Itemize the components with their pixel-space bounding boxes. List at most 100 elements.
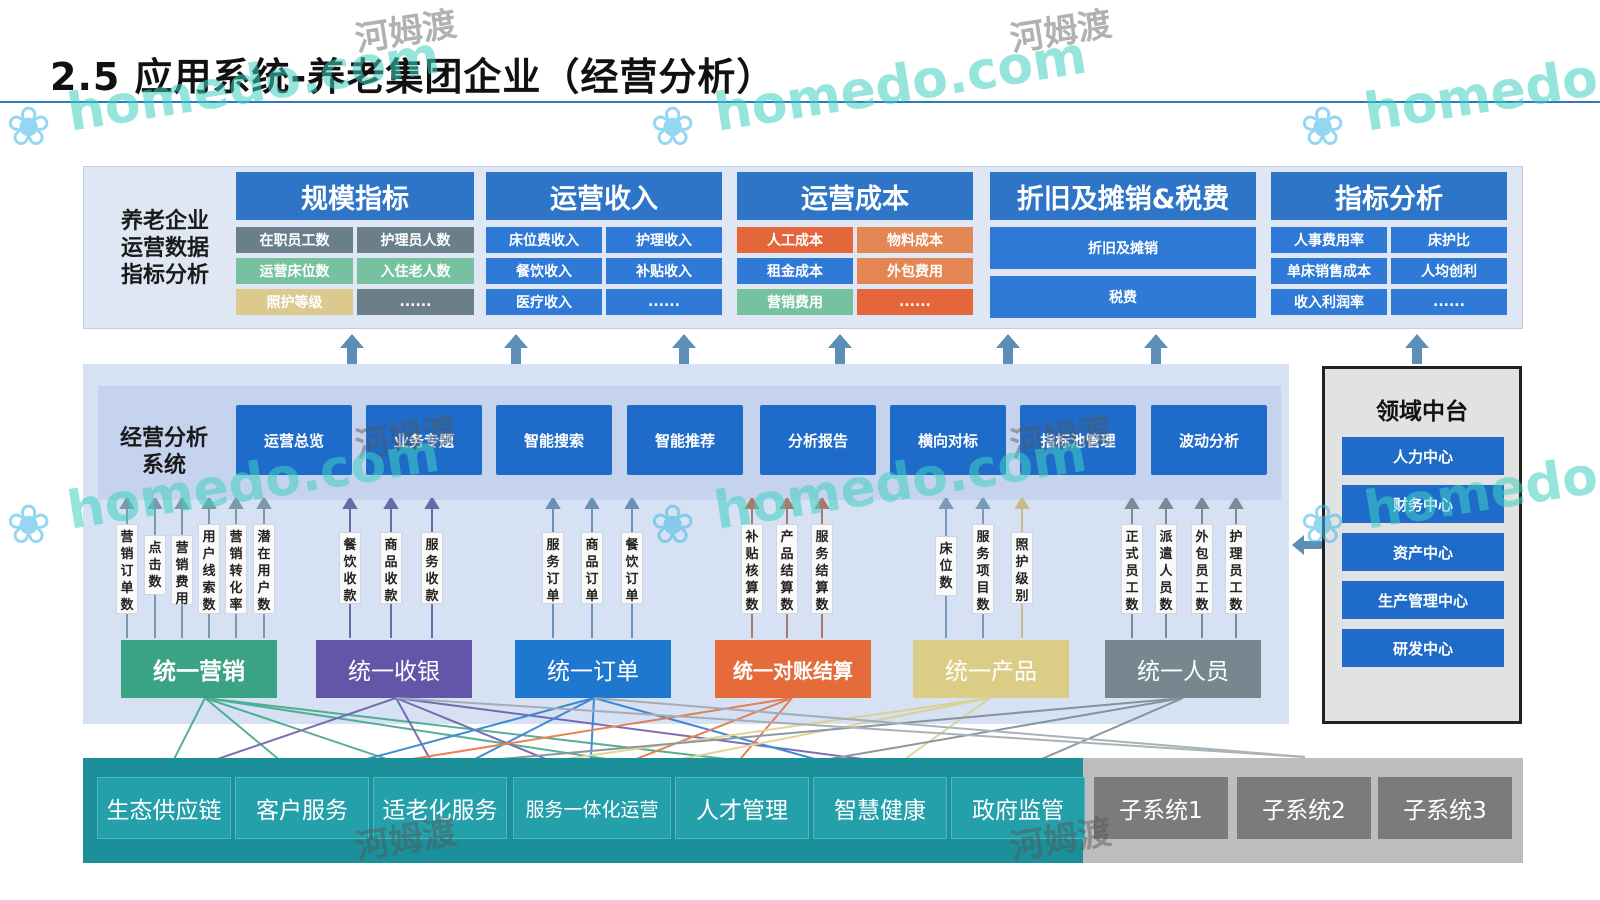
- unified-order[interactable]: 统一订单: [515, 640, 671, 698]
- metric-label: 服务订单: [542, 532, 564, 604]
- watermark-text: 河姆渡: [1007, 4, 1115, 60]
- metric-label: 点击数: [144, 535, 166, 595]
- metric-label: 派遣人员数: [1155, 524, 1177, 614]
- production-center-button[interactable]: 生产管理中心: [1342, 581, 1504, 619]
- indicator-cell[interactable]: 运营床位数: [236, 258, 353, 284]
- unified-product[interactable]: 统一产品: [913, 640, 1069, 698]
- func-indicator-pool-button[interactable]: 指标池管理: [1020, 405, 1136, 475]
- enterprise-indicator-label: 养老企业 运营数据 指标分析: [105, 208, 225, 289]
- metric-label: 潜在用户数: [253, 524, 275, 614]
- metric-label: 营销费用: [171, 535, 193, 607]
- title-divider: [0, 101, 1600, 103]
- category-cost-header: 运营成本: [737, 172, 973, 220]
- indicator-cell[interactable]: 人事费用率: [1271, 227, 1387, 253]
- metric-label: 补贴核算数: [741, 524, 763, 614]
- subsystem-2[interactable]: 子系统2: [1237, 777, 1371, 839]
- biz-gov-supervision[interactable]: 政府监管: [951, 777, 1085, 839]
- indicator-cell[interactable]: ......: [1391, 289, 1507, 315]
- label-line: 经营分析: [119, 426, 208, 451]
- indicator-cell[interactable]: ......: [357, 289, 474, 315]
- func-benchmark-button[interactable]: 横向对标: [890, 405, 1006, 475]
- func-topic-button[interactable]: 业务专题: [366, 405, 482, 475]
- unified-marketing[interactable]: 统一营销: [121, 640, 277, 698]
- biz-integrated-ops[interactable]: 服务一体化运营: [513, 777, 671, 839]
- left-arrow-icon: [1292, 535, 1326, 555]
- category-analysis-header: 指标分析: [1271, 172, 1507, 220]
- watermark-text: homedo.com: [1360, 25, 1600, 144]
- hr-center-button[interactable]: 人力中心: [1342, 437, 1504, 475]
- category-scale-header: 规模指标: [236, 172, 474, 220]
- indicator-cell[interactable]: 医疗收入: [486, 289, 602, 315]
- indicator-cell[interactable]: 床位费收入: [486, 227, 602, 253]
- metric-label: 营销转化率: [225, 524, 247, 614]
- indicator-cell[interactable]: ......: [857, 289, 973, 315]
- up-arrow-icon: [672, 334, 696, 364]
- indicator-cell[interactable]: 照护等级: [236, 289, 353, 315]
- biz-aging-service[interactable]: 适老化服务: [373, 777, 507, 839]
- indicator-cell[interactable]: 床护比: [1391, 227, 1507, 253]
- metric-label: 照护级别: [1011, 532, 1033, 604]
- indicator-cell[interactable]: 外包费用: [857, 258, 973, 284]
- up-arrow-icon: [1405, 334, 1429, 364]
- metric-label: 餐饮收款: [339, 532, 361, 604]
- func-search-button[interactable]: 智能搜索: [496, 405, 612, 475]
- func-recommend-button[interactable]: 智能推荐: [627, 405, 743, 475]
- domain-center-title: 领域中台: [1376, 399, 1468, 425]
- indicator-cell[interactable]: 人工成本: [737, 227, 853, 253]
- rnd-center-button[interactable]: 研发中心: [1342, 629, 1504, 667]
- func-overview-button[interactable]: 运营总览: [236, 405, 352, 475]
- biz-customer-service[interactable]: 客户服务: [235, 777, 369, 839]
- page-title: 2.5 应用系统-养老集团企业（经营分析）: [50, 55, 776, 99]
- up-arrow-icon: [996, 334, 1020, 364]
- biz-supply-chain[interactable]: 生态供应链: [97, 777, 231, 839]
- func-fluctuation-button[interactable]: 波动分析: [1151, 405, 1267, 475]
- indicator-cell[interactable]: 单床销售成本: [1271, 258, 1387, 284]
- label-line: 系统: [141, 453, 186, 478]
- metric-label: 外包员工数: [1191, 524, 1213, 614]
- indicator-cell[interactable]: 护理员人数: [357, 227, 474, 253]
- up-arrow-icon: [828, 334, 852, 364]
- metric-label: 营销订单数: [116, 524, 138, 614]
- func-report-button[interactable]: 分析报告: [760, 405, 876, 475]
- indicator-cell[interactable]: 营销费用: [737, 289, 853, 315]
- indicator-cell[interactable]: 物料成本: [857, 227, 973, 253]
- label-line: 养老企业: [120, 209, 209, 234]
- indicator-cell[interactable]: 人均创利: [1391, 258, 1507, 284]
- up-arrows: [340, 334, 1429, 364]
- indicator-cell[interactable]: 在职员工数: [236, 227, 353, 253]
- watermark-flower-icon: ❀: [1300, 95, 1346, 158]
- unified-settlement[interactable]: 统一对账结算: [715, 640, 871, 698]
- indicator-cell[interactable]: 收入利润率: [1271, 289, 1387, 315]
- metric-label: 用户线索数: [198, 524, 220, 614]
- indicator-cell[interactable]: 税费: [990, 276, 1256, 318]
- metric-label: 服务收款: [421, 532, 443, 604]
- up-arrow-icon: [504, 334, 528, 364]
- finance-center-button[interactable]: 财务中心: [1342, 485, 1504, 523]
- category-depreciation-header: 折旧及摊销&税费: [990, 172, 1256, 220]
- indicator-cell[interactable]: 租金成本: [737, 258, 853, 284]
- indicator-cell[interactable]: 补贴收入: [606, 258, 722, 284]
- up-arrow-icon: [1144, 334, 1168, 364]
- metric-label: 商品订单: [581, 532, 603, 604]
- indicator-cell[interactable]: 折旧及摊销: [990, 227, 1256, 269]
- subsystem-3[interactable]: 子系统3: [1378, 777, 1512, 839]
- category-revenue-header: 运营收入: [486, 172, 722, 220]
- metric-label: 餐饮订单: [621, 532, 643, 604]
- up-arrow-icon: [340, 334, 364, 364]
- metric-label: 护理员工数: [1225, 524, 1247, 614]
- indicator-cell[interactable]: ......: [606, 289, 722, 315]
- metric-label: 产品结算数: [776, 524, 798, 614]
- unified-personnel[interactable]: 统一人员: [1105, 640, 1261, 698]
- indicator-cell[interactable]: 护理收入: [606, 227, 722, 253]
- biz-smart-health[interactable]: 智慧健康: [813, 777, 947, 839]
- asset-center-button[interactable]: 资产中心: [1342, 533, 1504, 571]
- label-line: 运营数据: [120, 236, 209, 261]
- indicator-cell[interactable]: 餐饮收入: [486, 258, 602, 284]
- indicator-cell[interactable]: 入住老人数: [357, 258, 474, 284]
- subsystem-1[interactable]: 子系统1: [1094, 777, 1228, 839]
- unified-cashier[interactable]: 统一收银: [316, 640, 472, 698]
- biz-talent[interactable]: 人才管理: [675, 777, 809, 839]
- watermark-flower-icon: ❀: [6, 95, 52, 158]
- metric-label: 商品收款: [380, 532, 402, 604]
- analysis-system-label: 经营分析 系统: [108, 425, 220, 479]
